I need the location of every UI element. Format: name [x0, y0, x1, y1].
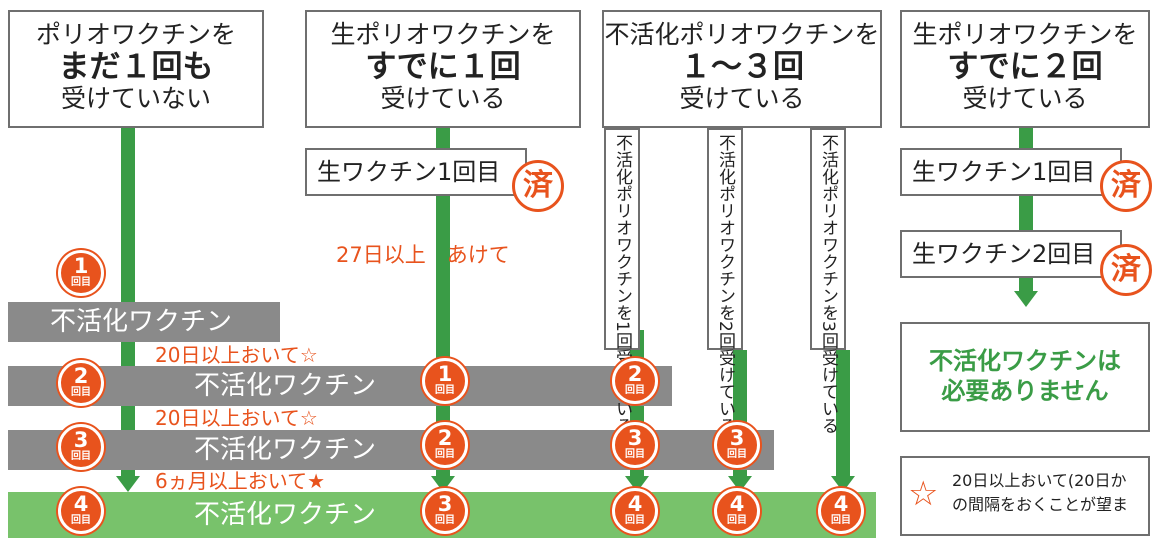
dose-suffix: 回目: [625, 449, 645, 460]
header-line1: 生ポリオワクチンを: [330, 20, 556, 49]
header-line2: すでに１回: [365, 49, 521, 85]
header-box-never-vaccinated: ポリオワクチンを まだ１回も 受けていない: [8, 10, 264, 128]
dose-suffix: 回目: [71, 451, 91, 462]
dose-suffix: 回目: [71, 387, 91, 398]
live-dose1-label: 生ワクチン1回目: [912, 158, 1096, 186]
header-box-live-twice: 生ポリオワクチンを すでに２回 受けている: [900, 10, 1150, 128]
header-box-live-once: 生ポリオワクチンを すでに１回 受けている: [305, 10, 581, 128]
dose-number: 3: [73, 428, 89, 452]
dose-number: 2: [437, 426, 453, 450]
dose-suffix: 回目: [71, 515, 91, 526]
dose-suffix: 回目: [435, 515, 455, 526]
dose-bar-3: 不活化ワクチン: [8, 430, 774, 470]
legend-box: ☆ 20日以上おいて(20日か の間隔をおくことが望ま: [900, 456, 1150, 536]
header-line1: ポリオワクチンを: [35, 20, 236, 49]
dose-number: 3: [627, 426, 643, 450]
vertical-box-inactivated-1: 不活化ポリオワクチンを1回受けている: [604, 128, 640, 434]
interval-note-27days: 27日以上 あけて: [336, 243, 510, 267]
dose-suffix: 回目: [727, 449, 747, 460]
dose-number: 4: [73, 492, 89, 516]
live-dose2-box: 生ワクチン2回目: [900, 230, 1122, 278]
interval-note-20days: 20日以上おいて☆: [155, 343, 318, 367]
dose-bar-1: 不活化ワクチン: [8, 302, 280, 342]
dose-bar-label: 不活化ワクチン: [194, 435, 377, 465]
dose-number: 3: [729, 426, 745, 450]
done-stamp-icon: 済: [1100, 160, 1152, 212]
live-dose1-label: 生ワクチン1回目: [317, 158, 501, 186]
header-line1: 生ポリオワクチンを: [912, 20, 1138, 49]
not-needed-line2: 必要ありません: [941, 377, 1109, 405]
vertical-box-inactivated-3: 不活化ポリオワクチンを3回受けている: [810, 128, 846, 434]
dose-suffix: 回目: [435, 449, 455, 460]
live-dose1-box: 生ワクチン1回目: [305, 148, 527, 196]
header-line3: 受けている: [679, 84, 805, 113]
dose-suffix: 回目: [625, 385, 645, 396]
dose-number: 2: [73, 364, 89, 388]
header-line2: すでに２回: [947, 49, 1103, 85]
done-stamp-label: 済: [1111, 252, 1141, 287]
dose-suffix: 回目: [831, 515, 851, 526]
dose-suffix: 回目: [71, 277, 91, 288]
dose-bar-label: 不活化ワクチン: [194, 500, 377, 530]
header-box-inactivated-1-3: 不活化ポリオワクチンを １〜３回 受けている: [602, 10, 882, 128]
arrow-down-icon: [116, 476, 140, 492]
done-stamp-icon: 済: [512, 160, 564, 212]
done-stamp-label: 済: [523, 168, 553, 203]
flow-line-col3c: [836, 350, 850, 478]
dose-suffix: 回目: [435, 385, 455, 396]
arrow-down-icon: [1014, 291, 1038, 307]
vertical-label: 不活化ポリオワクチンを2回受けている: [715, 134, 735, 434]
done-stamp-label: 済: [1111, 168, 1141, 203]
legend-line1: 20日以上おいて(20日か: [952, 471, 1127, 490]
dose-bar-2: 不活化ワクチン: [8, 366, 672, 406]
legend-line2: の間隔をおくことが望ま: [952, 495, 1129, 514]
not-needed-box: 不活化ワクチンは 必要ありません: [900, 322, 1150, 432]
header-line3: 受けている: [962, 84, 1088, 113]
done-stamp-icon: 済: [1100, 244, 1152, 296]
header-line3: 受けている: [380, 84, 506, 113]
live-dose2-label: 生ワクチン2回目: [912, 240, 1096, 268]
header-line2: １〜３回: [680, 49, 804, 85]
interval-note-6months: 6ヵ月以上おいて★: [155, 469, 326, 493]
dose-suffix: 回目: [727, 515, 747, 526]
dose-number: 4: [833, 492, 849, 516]
dose-number: 4: [729, 492, 745, 516]
dose-bar-label: 不活化ワクチン: [50, 307, 233, 337]
live-dose1-box: 生ワクチン1回目: [900, 148, 1122, 196]
dose-number: 2: [627, 362, 643, 386]
header-line1: 不活化ポリオワクチンを: [604, 20, 880, 49]
dose-number: 1: [73, 254, 89, 278]
vertical-box-inactivated-2: 不活化ポリオワクチンを2回受けている: [707, 128, 743, 434]
not-needed-line1: 不活化ワクチンは: [929, 347, 1121, 375]
interval-note-20days: 20日以上おいて☆: [155, 406, 318, 430]
dose-number: 3: [437, 492, 453, 516]
dose-number: 4: [627, 492, 643, 516]
star-outline-icon: ☆: [908, 474, 939, 514]
vertical-label: 不活化ポリオワクチンを3回受けている: [818, 134, 838, 434]
header-line2: まだ１回も: [58, 49, 214, 85]
dose-bar-label: 不活化ワクチン: [194, 371, 377, 401]
dose-suffix: 回目: [625, 515, 645, 526]
dose-number: 1: [437, 362, 453, 386]
header-line3: 受けていない: [60, 84, 211, 113]
